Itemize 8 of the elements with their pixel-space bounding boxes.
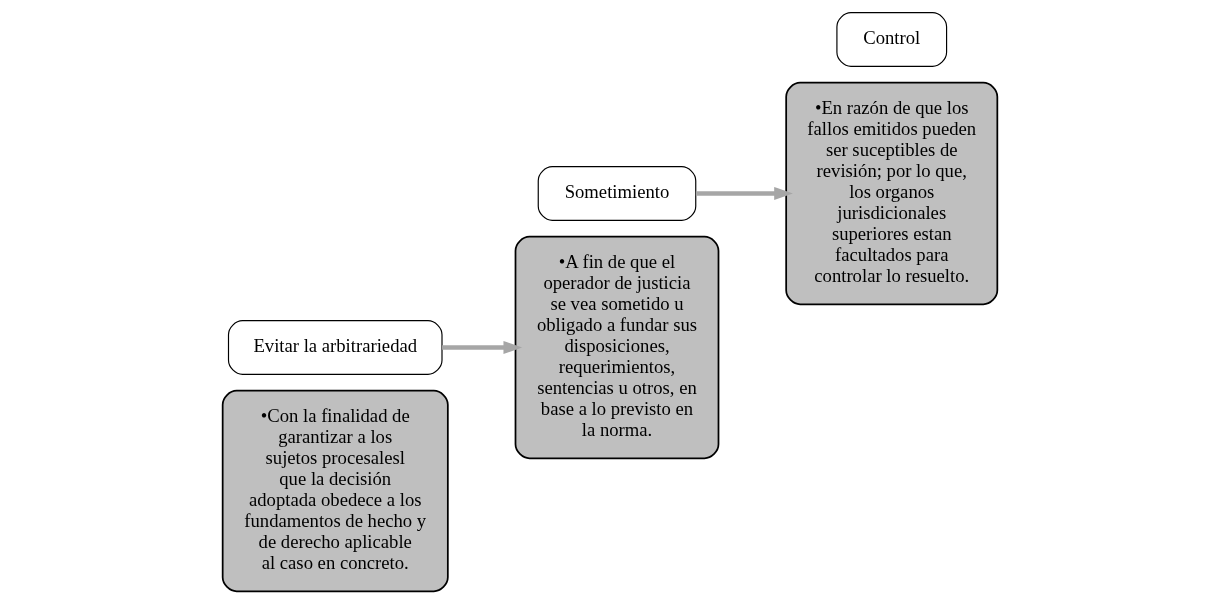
arrow [441,340,522,355]
node-box: •En razón de que los fallos emitidos pueden ser suceptibles de revisión; por lo que, los organos jurisdicionales superiores estan facultados para controlar lo resuelto. [784,81,998,306]
node-box: Sometimiento [537,166,696,221]
arrow [695,186,793,201]
node-box: Control [835,12,947,67]
node-box: •Con la finalidad de garantizar a los sujetos procesalesl que la decisión adoptada obedece a los fundamentos de hecho y de derecho aplicable al caso en concreto. [221,389,449,593]
node-box: Evitar la arbitrariedad [227,320,443,375]
node-box: •A fin de que el operador de justicia se vea sometido u obligado a fundar sus disposiciones, requerimientos, sentencias u otros, en base a lo previsto en la norma. [514,235,719,460]
